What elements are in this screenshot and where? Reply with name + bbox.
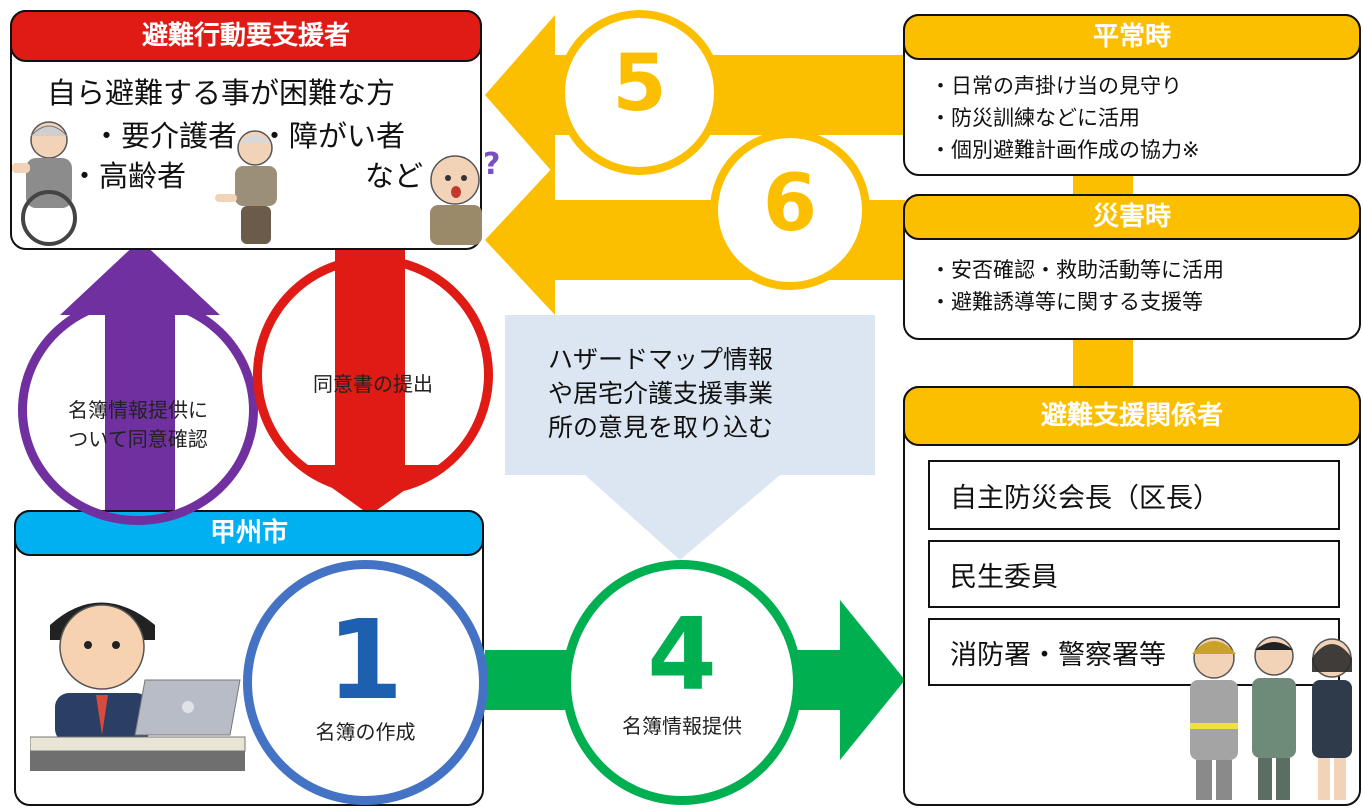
step-2-label-2: ついて同意確認 — [68, 427, 208, 451]
step-5-circle — [557, 10, 722, 175]
note-arrow — [505, 315, 875, 560]
disaster-item-2: ・避難誘導等に関する支援等 — [930, 290, 1203, 314]
step-4-circle — [562, 560, 802, 805]
persons-requiring-support-header: 避難行動要支援者 — [10, 10, 482, 62]
support-item-disaster-chief: 自主防災会長（区長） — [928, 460, 1340, 530]
note-line-1: ハザードマップ情報 — [548, 345, 774, 374]
normal-item-2: ・防災訓練などに活用 — [930, 106, 1140, 130]
step-2-circle — [18, 295, 258, 525]
persons-requiring-support-desc: 自ら避難する事が困難な方 — [47, 76, 396, 110]
support-item-welfare-commissioner: 民生委員 — [928, 540, 1340, 608]
normal-item-3: ・個別避難計画作成の協力※ — [930, 138, 1200, 162]
normal-item-1: ・日常の声掛け当の見守り — [930, 74, 1182, 98]
etc-label: など — [365, 159, 424, 193]
step-6-circle — [710, 130, 870, 290]
step-3-label: 同意書の提出 — [313, 372, 433, 396]
wheelchair-elder-illustration — [12, 121, 77, 246]
support-staff-illustration — [1190, 636, 1352, 800]
disaster-item-1: ・安否確認・救助活動等に活用 — [930, 258, 1224, 282]
elderly-walker-illustration — [215, 130, 277, 244]
disabled-person-label: ・障がい者 — [260, 119, 406, 153]
note-line-3: 所の意見を取り込む — [548, 413, 774, 442]
step-5-number: 5 — [612, 39, 667, 129]
support-personnel-header: 避難支援関係者 — [903, 386, 1361, 446]
step-6-number: 6 — [762, 159, 818, 249]
step-2-number: 2 — [104, 312, 172, 424]
hard-of-hearing-elder-illustration — [430, 155, 482, 245]
care-recipient-label: ・要介護者 — [92, 119, 238, 153]
step-3-number: 3 — [339, 282, 407, 394]
step-1-circle — [243, 560, 488, 805]
disaster-time-header: 災害時 — [903, 194, 1361, 240]
city-header: 甲州市 — [14, 510, 484, 556]
step-2-label-1: 名簿情報提供に — [68, 398, 208, 422]
note-line-2: や居宅介護支援事業 — [548, 379, 774, 408]
step-4-number: 4 — [647, 596, 717, 713]
step-3-circle — [253, 255, 493, 495]
question-mark-icon: ? — [483, 147, 501, 182]
step-1-number: 1 — [326, 596, 404, 724]
step-4-label: 名簿情報提供 — [622, 714, 742, 738]
step-1-label: 名簿の作成 — [315, 720, 416, 744]
city-staff-computer-illustration — [30, 602, 246, 771]
elderly-label: ・高齢者 — [70, 159, 187, 193]
normal-time-header: 平常時 — [903, 14, 1361, 60]
connector-disaster-support — [1073, 335, 1133, 395]
